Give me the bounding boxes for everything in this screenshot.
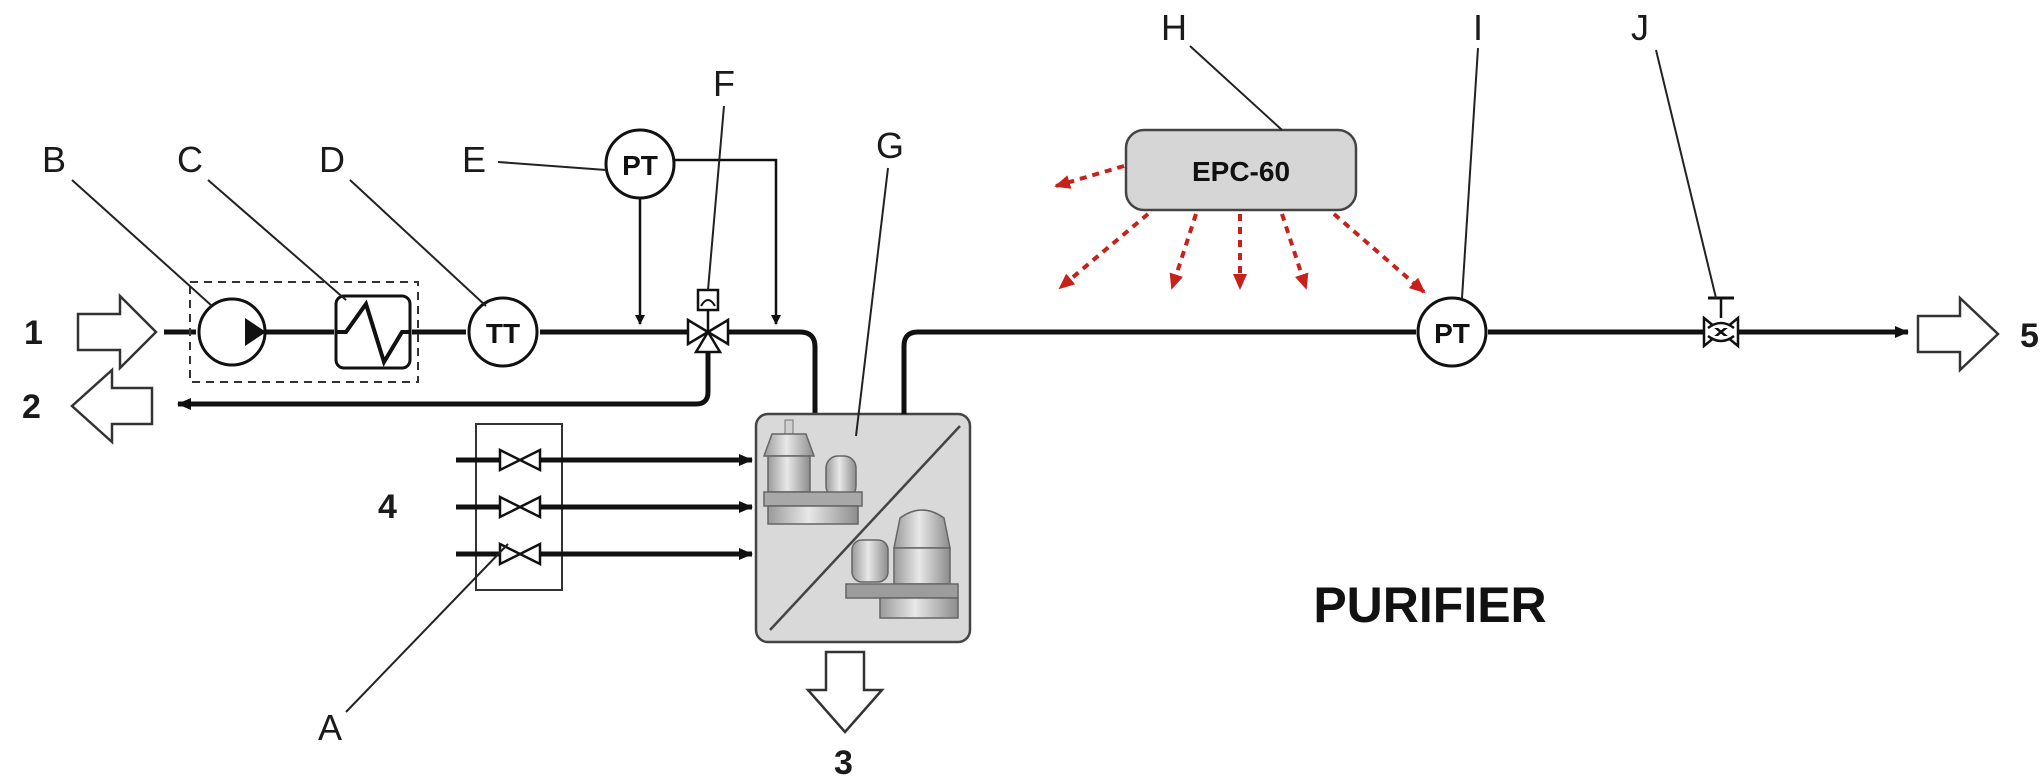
three-way-valve bbox=[686, 288, 730, 354]
leader-line-e bbox=[497, 161, 607, 171]
outlet-flow-arrow bbox=[1916, 295, 2000, 373]
water-line-1 bbox=[456, 450, 752, 470]
leader-line-g bbox=[855, 167, 889, 437]
connection-number-1: 1 bbox=[24, 314, 43, 352]
controller-label: EPC-60 bbox=[1192, 156, 1290, 187]
callout-label-h: H bbox=[1161, 7, 1187, 48]
signal-arrow bbox=[1169, 213, 1198, 290]
outlet-pipe bbox=[901, 329, 1416, 414]
pump-heater-enclosure bbox=[189, 281, 419, 383]
callout-label-b: B bbox=[42, 139, 66, 180]
signal-arrow bbox=[1054, 164, 1125, 189]
sludge-flow-arrow bbox=[805, 650, 885, 734]
pt-outlet-label: PT bbox=[1434, 318, 1470, 349]
leader-line-f bbox=[707, 105, 725, 291]
signal-arrow bbox=[1058, 212, 1150, 290]
connection-number-5: 5 bbox=[2020, 317, 2039, 355]
callout-label-c: C bbox=[177, 139, 203, 180]
heater-symbol bbox=[334, 294, 412, 370]
callout-label-a: A bbox=[318, 707, 342, 748]
epc-60-controller: EPC-60 bbox=[1124, 128, 1358, 212]
pt-impulse-line-2 bbox=[674, 158, 781, 325]
temperature-transmitter: TT bbox=[467, 296, 539, 368]
inlet-pressure-transmitter: PT bbox=[604, 128, 676, 200]
tt-label: TT bbox=[486, 318, 520, 349]
outlet-pressure-transmitter: PT bbox=[1416, 296, 1488, 368]
leader-line-c bbox=[207, 179, 347, 301]
connection-number-2: 2 bbox=[22, 388, 41, 426]
water-line-2 bbox=[456, 497, 752, 517]
separator-unit bbox=[754, 412, 972, 644]
leader-line-j bbox=[1655, 49, 1717, 299]
callout-label-f: F bbox=[713, 63, 735, 104]
connection-number-3: 3 bbox=[834, 744, 853, 779]
callout-label-e: E bbox=[462, 139, 486, 180]
controller-signal-arrows bbox=[1054, 164, 1426, 294]
callout-label-j: J bbox=[1631, 7, 1649, 48]
return-flow-arrow bbox=[70, 367, 154, 445]
pt-inlet-label: PT bbox=[622, 150, 658, 181]
callout-label-d: D bbox=[319, 139, 345, 180]
connection-number-4: 4 bbox=[378, 488, 397, 526]
feed-pipe-to-separator bbox=[728, 329, 818, 414]
signal-arrow bbox=[1332, 212, 1426, 294]
leader-line-b bbox=[71, 179, 213, 307]
feed-pump-symbol bbox=[197, 297, 267, 367]
leader-line-d bbox=[349, 179, 487, 307]
leader-line-h bbox=[1189, 45, 1283, 131]
return-pipe bbox=[177, 350, 711, 410]
inlet-flow-arrow bbox=[76, 292, 158, 372]
separator-machine-icon-lower bbox=[845, 509, 959, 619]
signal-arrow bbox=[1280, 213, 1309, 290]
callout-label-g: G bbox=[876, 125, 904, 166]
separator-machine-icon-upper bbox=[762, 419, 863, 525]
leader-line-a bbox=[345, 543, 509, 713]
leader-line-i bbox=[1461, 47, 1479, 299]
water-line-3 bbox=[456, 544, 752, 564]
regulating-valve bbox=[1702, 296, 1740, 349]
callout-label-i: I bbox=[1473, 7, 1483, 48]
diagram-title: PURIFIER bbox=[1313, 577, 1546, 633]
